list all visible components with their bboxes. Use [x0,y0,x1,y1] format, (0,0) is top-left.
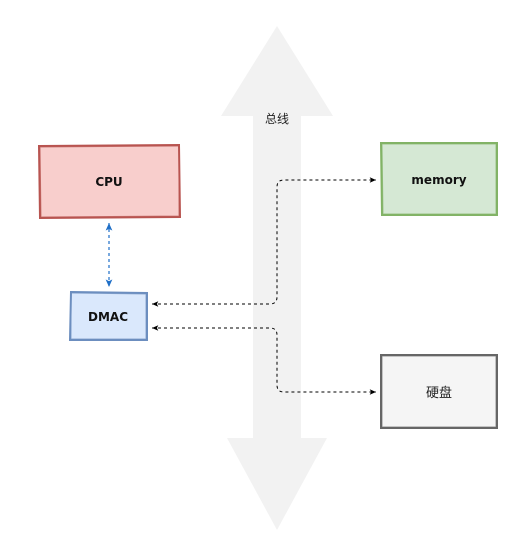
memory-box [379,142,498,216]
bus-arrow [221,26,333,530]
cpu-label: CPU [95,175,122,189]
dmac-memory-edge [152,177,376,307]
dmac-label: DMAC [88,310,128,324]
memory-node: memory [379,142,498,216]
dmac-disk-edge [152,325,376,395]
disk-label: 硬盘 [426,385,452,401]
disk-box [380,354,498,429]
cpu-node: CPU [37,143,182,220]
memory-label: memory [411,173,466,187]
dmac-node: DMAC [68,290,148,341]
bus-label: 总线 [265,112,289,126]
disk-node: 硬盘 [380,354,498,429]
dmac-box [68,290,148,341]
